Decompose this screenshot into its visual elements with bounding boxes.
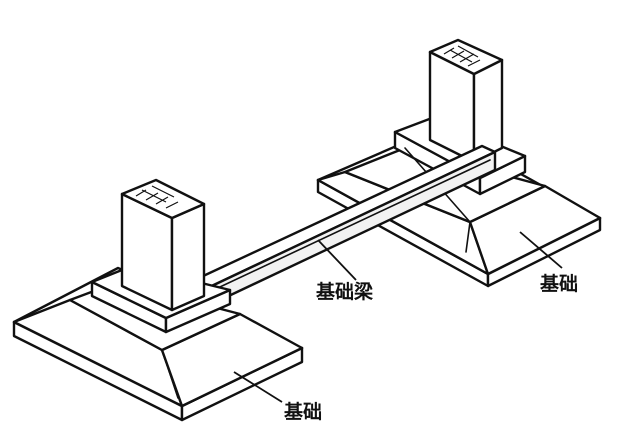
- footing-right: [316, 38, 602, 288]
- beam-callout: 基础梁: [315, 239, 374, 303]
- footing-left: [12, 178, 304, 422]
- footing-right-label: 基础: [539, 272, 578, 295]
- footing-left-leader-line: [233, 371, 283, 403]
- footing-left-label: 基础: [283, 400, 322, 423]
- footing-right-callout: 基础: [519, 231, 578, 295]
- beam-label: 基础梁: [315, 280, 374, 303]
- footing-right-leader-line: [519, 231, 563, 269]
- footing-left-callout: 基础: [233, 371, 322, 423]
- beam-leader-line: [317, 239, 357, 281]
